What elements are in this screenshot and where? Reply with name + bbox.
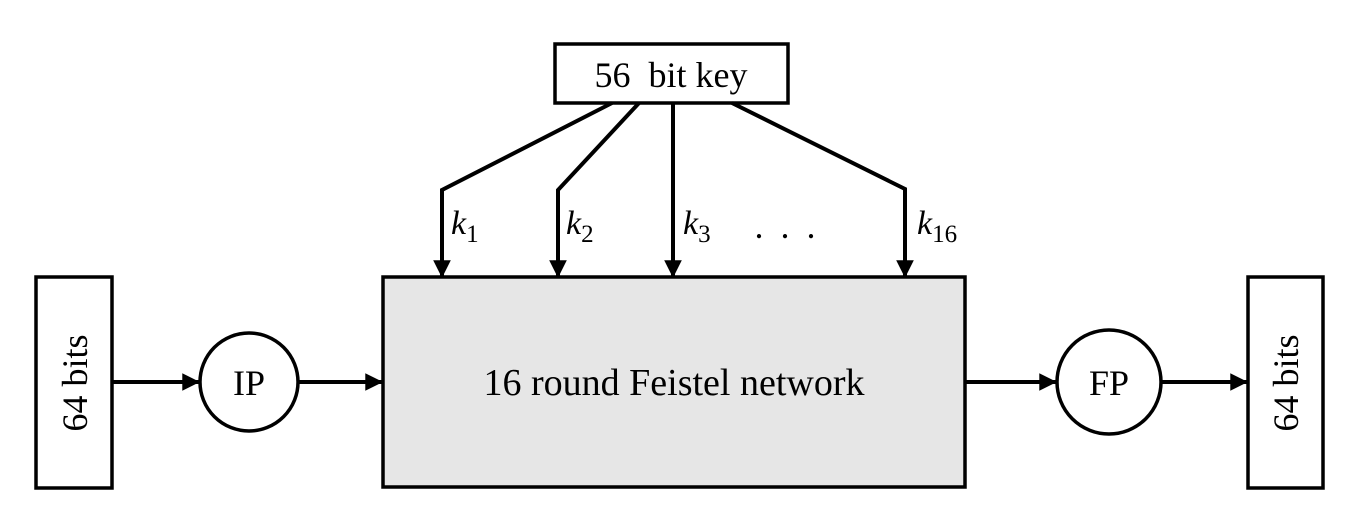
subkey-label-k2: k2 — [566, 205, 594, 248]
feistel-box — [381, 275, 967, 489]
ip-circle-label: IP — [233, 363, 265, 403]
subkey-label-k1: k1 — [451, 205, 479, 248]
key-to-k1-arrow — [433, 101, 613, 278]
fp-circle-label: FP — [1089, 363, 1129, 403]
output-box — [1246, 275, 1325, 490]
output-box-label: 64 bits — [1266, 334, 1306, 431]
subkey-ellipsis: . . . — [755, 206, 820, 246]
key-to-k2-arrow — [549, 101, 641, 278]
input-box — [34, 275, 114, 490]
key-box-label: 56 bit key — [595, 55, 748, 95]
subkey-label-k16: k16 — [917, 205, 957, 248]
feistel-box-label: 16 round Feistel network — [483, 362, 864, 404]
input-box-label: 64 bits — [55, 334, 95, 431]
subkey-label-k3: k3 — [683, 205, 711, 248]
key-to-k16-arrow — [731, 101, 914, 278]
key-box — [553, 42, 790, 105]
